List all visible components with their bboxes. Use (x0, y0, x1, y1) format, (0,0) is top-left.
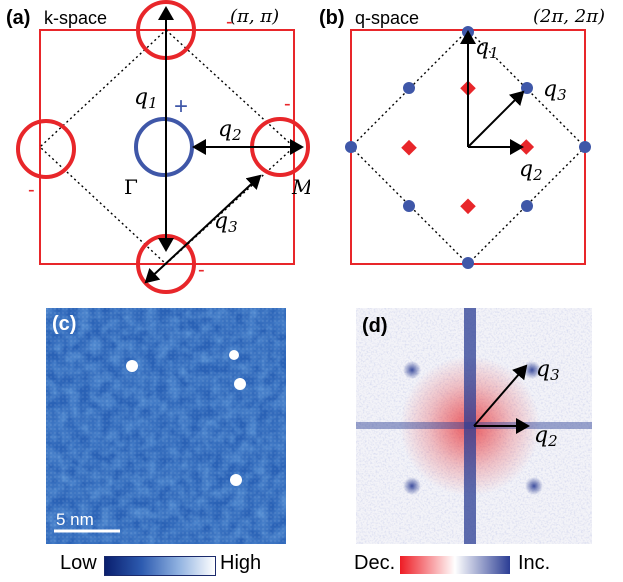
m-label: M (291, 175, 310, 199)
blue-dot (345, 141, 357, 153)
minus-sign-top: - (226, 11, 233, 33)
q2-label: q2 (218, 117, 242, 144)
panel-d-tag: (d) (362, 315, 388, 337)
red-diamond (460, 198, 476, 215)
defect-spot (126, 360, 138, 372)
defect-spot (230, 474, 242, 486)
blue-dot (521, 200, 533, 212)
fft-vertical-line (464, 308, 476, 544)
panel-b-tag: (b) (319, 7, 345, 29)
colorbar-d-low-label: Dec. (354, 552, 396, 574)
blue-dot (462, 257, 474, 269)
scale-bar-label: 5 nm (56, 510, 94, 529)
plus-sign: + (174, 93, 188, 120)
colorbar-c-low-label: Low (60, 552, 97, 574)
panel-d-fft: (d) q3 q2 (356, 308, 592, 544)
panel-c-tag: (c) (52, 313, 76, 335)
q3-arrow (473, 364, 528, 427)
fft-peak (525, 477, 543, 495)
q3-arrow (144, 174, 262, 284)
panel-b-qspace: (b) q-space (2π, 2π) q1 q2 q3 (319, 6, 605, 269)
fft-peak (523, 361, 541, 379)
panel-a-tag: (a) (6, 7, 30, 29)
pocket-left (16, 119, 76, 179)
gamma-label: Γ (124, 175, 138, 199)
q3-label: q3 (543, 77, 567, 104)
pocket-gamma (134, 117, 194, 177)
panel-c-topography: (c) 5 nm (46, 308, 286, 544)
colorbar-c-high-label: High (220, 552, 262, 574)
colorbar-c (104, 556, 216, 576)
minus-sign-right: - (284, 93, 291, 115)
q2-label: q2 (519, 157, 543, 184)
q3-arrow (467, 90, 525, 148)
q3-label: q3 (536, 357, 560, 384)
red-diamond (401, 139, 417, 156)
blue-dot (403, 200, 415, 212)
panel-a-kspace: (a) k-space (π, π) q1 q2 q3 Γ M + - - - … (6, 0, 310, 294)
defect-spot (229, 350, 239, 360)
colorbar-d (400, 556, 510, 574)
blue-dot (579, 141, 591, 153)
panel-b-corner-label: (2π, 2π) (533, 6, 605, 27)
fft-peak (403, 361, 421, 379)
colorbar-d-high-label: Inc. (518, 552, 551, 574)
topography-lattice (46, 308, 286, 544)
panel-a-corner-label: (π, π) (230, 6, 279, 27)
minus-sign-left: - (28, 179, 35, 201)
minus-sign-bottom: - (198, 259, 205, 281)
panel-b-title: q-space (355, 8, 419, 28)
panel-a-title: k-space (44, 8, 107, 28)
defect-spot (234, 378, 246, 390)
q1-label: q1 (475, 35, 499, 62)
fft-peak (403, 477, 421, 495)
q3-label: q3 (214, 209, 238, 236)
q1-label: q1 (134, 85, 158, 112)
blue-dot (403, 82, 415, 94)
q2-label: q2 (534, 423, 558, 450)
